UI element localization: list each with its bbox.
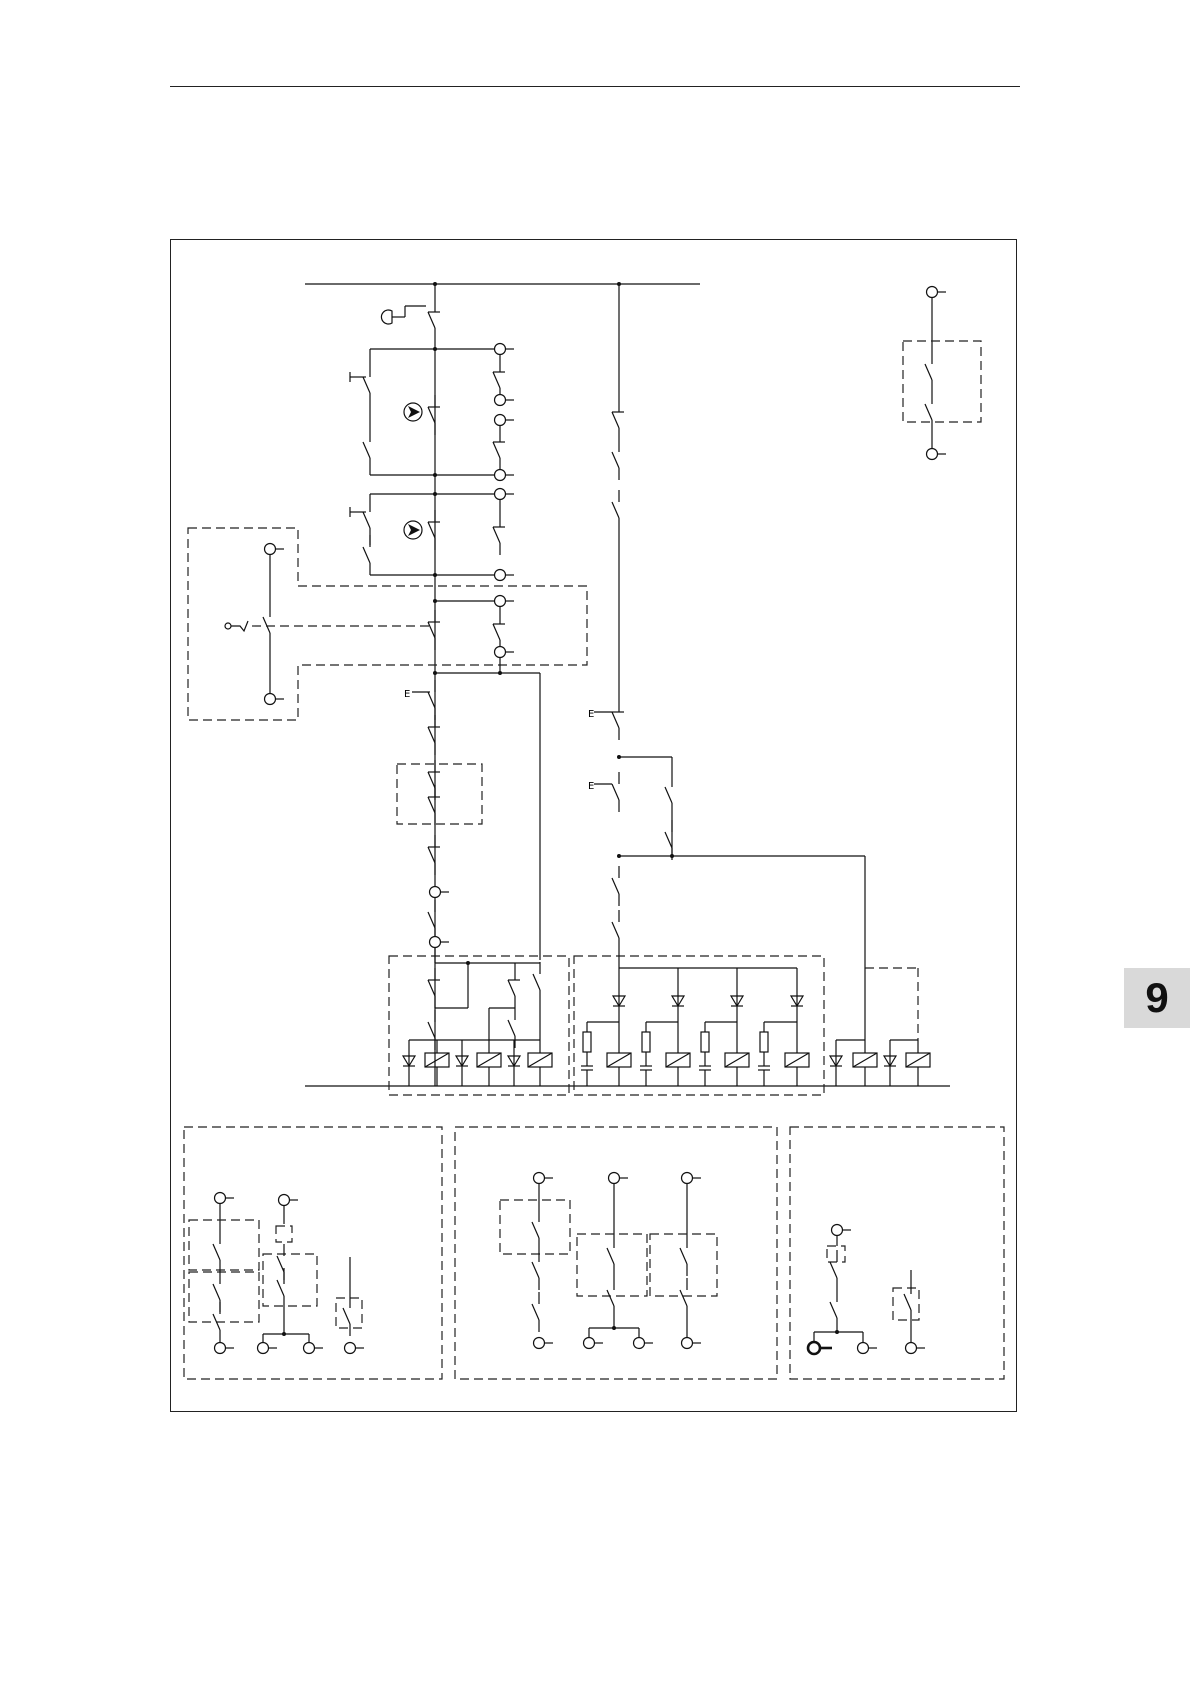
relay-group-3 — [830, 968, 930, 1086]
svg-text:E: E — [404, 689, 410, 700]
main-circuit: E E E — [0, 0, 981, 1095]
svg-text:E: E — [588, 781, 594, 792]
bottom-middle-group — [455, 1127, 777, 1379]
relay-group-1 — [403, 1040, 552, 1086]
relay-group-2 — [581, 968, 809, 1086]
bottom-left-group — [184, 1127, 442, 1379]
bottom-right-group — [790, 1127, 1004, 1379]
svg-text:E: E — [588, 709, 594, 720]
